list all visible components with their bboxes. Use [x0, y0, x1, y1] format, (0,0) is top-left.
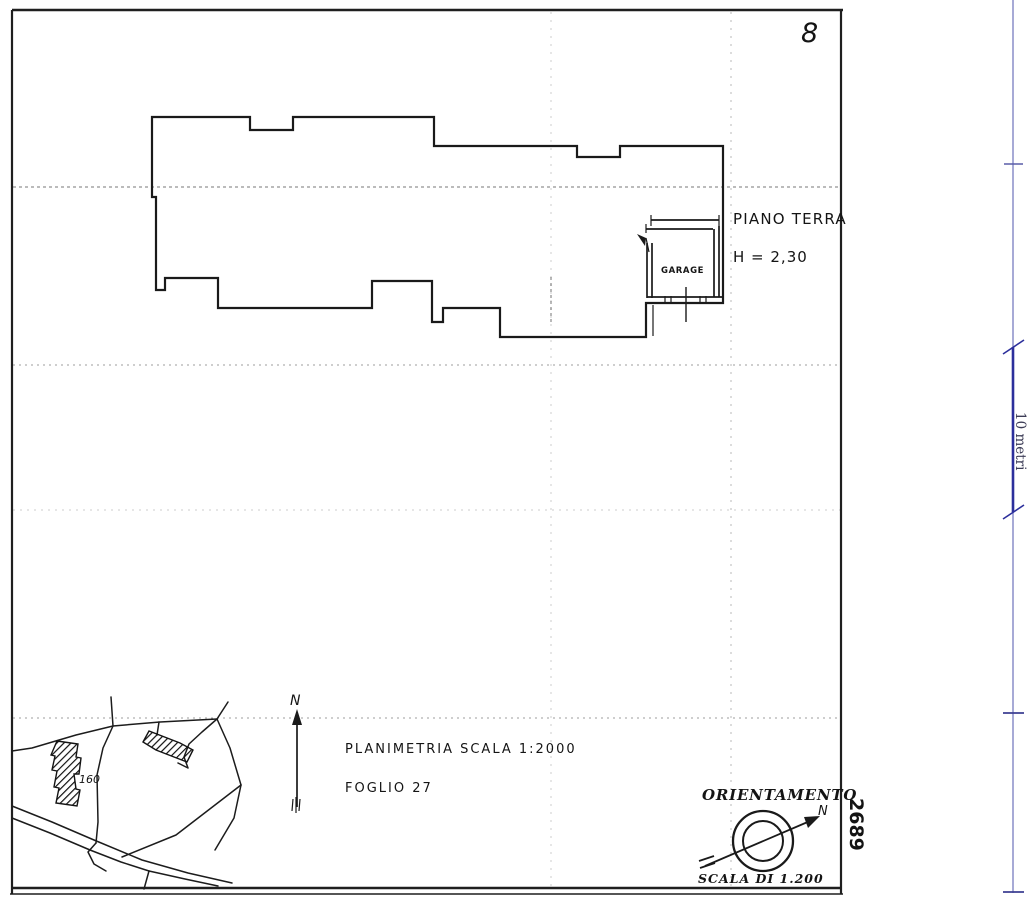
hatched-building-2 [142, 730, 194, 763]
door-swing-icon [645, 237, 650, 253]
height-label: H = 2,30 [733, 248, 808, 266]
site-map: 160 [11, 696, 242, 890]
north-arrowhead-icon [292, 709, 302, 725]
hatched-building-1 [50, 740, 82, 807]
compass-north-label: N [818, 804, 828, 819]
orientation-scale: SCALA DI 1.200 [698, 871, 824, 886]
parcel-number: 160 [79, 773, 100, 786]
margin-handwritten-number: 2689 [845, 798, 867, 851]
ruler-slash-tick-bottom-icon [1002, 504, 1025, 520]
garage-walls [637, 215, 722, 336]
ruler-distance-label: 10 metri [1012, 412, 1028, 471]
orientation-block: ORIENTAMENTO N SCALA DI 1.200 [698, 786, 857, 886]
compass-arrowhead-icon [804, 816, 820, 828]
fold-dotted-lines [13, 12, 840, 886]
floor-label: PIANO TERRA [733, 210, 847, 228]
building-outline [150, 115, 725, 339]
north-arrow: N [290, 693, 302, 813]
ruler-slash-tick-top-icon [1002, 339, 1025, 355]
floor-plan: PIANO TERRA H = 2,30 GARAGE [150, 115, 847, 339]
garage-label: GARAGE [661, 266, 704, 276]
caption-foglio: FOGLIO 27 [345, 781, 433, 796]
orientation-title: ORIENTAMENTO [702, 786, 857, 804]
sheet-number: 8 [801, 18, 818, 49]
measure-ruler: 10 metri [1002, 0, 1028, 893]
compass-needle-icon [704, 820, 811, 867]
sheet-border [10, 8, 843, 895]
north-label: N [290, 693, 301, 709]
caption-planimetria: PLANIMETRIA SCALA 1:2000 [345, 742, 577, 757]
compass-inner-circle-icon [742, 820, 784, 862]
compass-outer-circle-icon [731, 809, 795, 873]
door-flag-icon [637, 234, 646, 246]
